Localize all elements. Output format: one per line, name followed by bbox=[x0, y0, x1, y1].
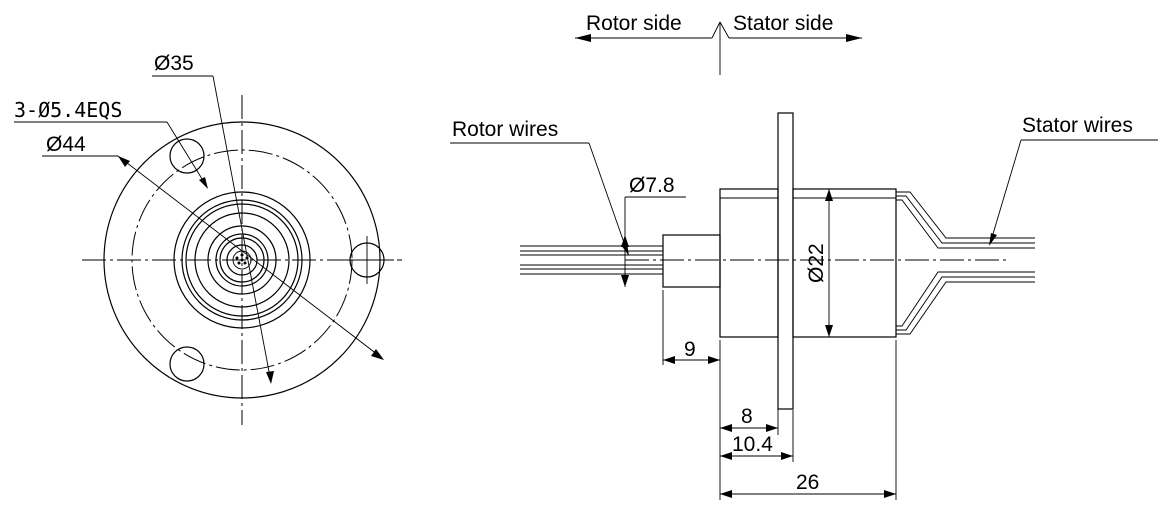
body-ring bbox=[219, 237, 265, 283]
dim-8-label: 8 bbox=[741, 405, 753, 428]
dim-9-label: 9 bbox=[684, 338, 696, 361]
dim-8 bbox=[720, 340, 779, 435]
mounting-flange bbox=[777, 112, 794, 410]
dim-9 bbox=[662, 290, 721, 500]
dim-10-4-label: 10.4 bbox=[732, 433, 773, 456]
housing-stator-part bbox=[792, 188, 897, 338]
front-view: Ø35 3-Ø5.4EQS Ø44 bbox=[14, 52, 402, 425]
rotor-wire-bundle bbox=[520, 245, 663, 275]
side-view: Rotor wires Stator wires Ø7.8 Ø22 bbox=[450, 112, 1158, 500]
mounting-hole bbox=[169, 138, 205, 174]
holes-label: 3-Ø5.4EQS bbox=[14, 98, 122, 122]
rotor-shaft bbox=[662, 234, 721, 288]
rotor-wires-leader bbox=[450, 142, 629, 256]
dim-35-label: Ø35 bbox=[154, 52, 194, 75]
stator-wires-label: Stator wires bbox=[1022, 114, 1133, 137]
body-ring bbox=[181, 199, 303, 321]
dim-44-label: Ø44 bbox=[46, 133, 86, 156]
stator-side-label: Stator side bbox=[733, 12, 833, 35]
rotor-wires-label: Rotor wires bbox=[452, 118, 558, 141]
stator-wires-leader bbox=[989, 139, 1158, 246]
dim-35-leader bbox=[152, 75, 274, 384]
dim-26-label: 26 bbox=[796, 471, 819, 494]
dim-22-label: Ø22 bbox=[805, 243, 828, 283]
side-indicator bbox=[575, 21, 862, 75]
rotor-side-label: Rotor side bbox=[586, 12, 682, 35]
shaft-ring bbox=[226, 244, 258, 276]
holes-leader bbox=[14, 121, 208, 189]
dim-22 bbox=[825, 189, 833, 337]
dim-7-8 bbox=[621, 196, 686, 287]
body-ring bbox=[194, 212, 290, 308]
dim-44-leader bbox=[42, 155, 384, 360]
body-ring bbox=[185, 203, 299, 317]
mounting-hole bbox=[169, 346, 205, 382]
body-ring bbox=[215, 233, 269, 287]
dim-7-8-label: Ø7.8 bbox=[629, 174, 675, 197]
stator-wire-bundle bbox=[896, 191, 1035, 335]
dim-26 bbox=[720, 340, 897, 500]
dim-10-4 bbox=[720, 410, 794, 462]
body-ring bbox=[207, 225, 277, 295]
body-ring bbox=[173, 191, 311, 329]
housing-rotor-part bbox=[719, 188, 779, 338]
